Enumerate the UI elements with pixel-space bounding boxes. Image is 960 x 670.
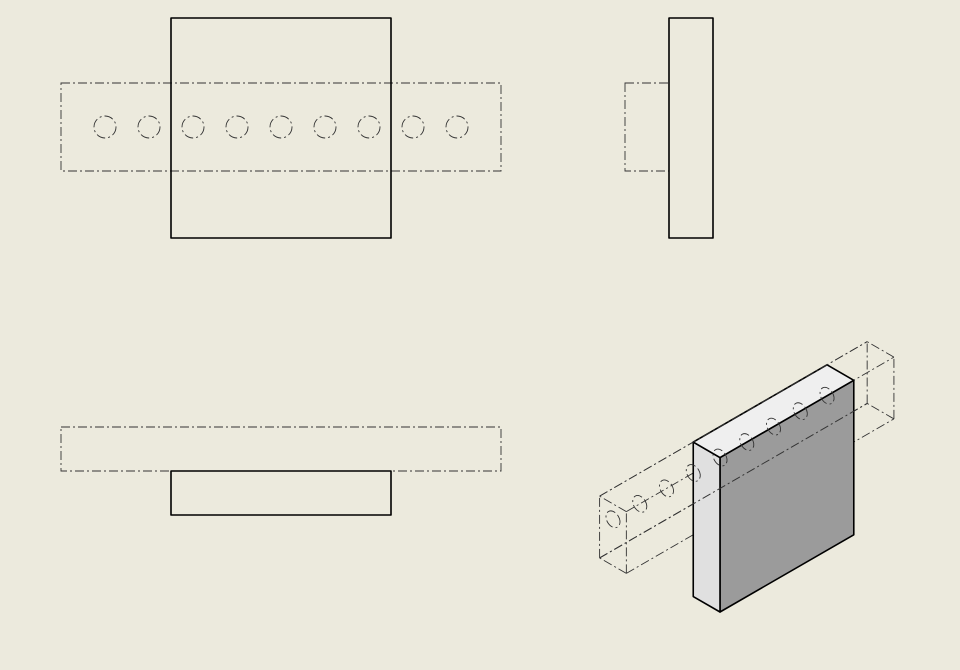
right-side-view bbox=[624, 17, 714, 239]
plate-outline bbox=[170, 17, 392, 239]
hole-hidden bbox=[819, 386, 835, 405]
isometric-view bbox=[599, 341, 895, 613]
hole-hidden bbox=[269, 115, 293, 139]
hole-hidden bbox=[445, 115, 469, 139]
hole-hidden bbox=[766, 417, 781, 436]
hole-hidden bbox=[225, 115, 249, 139]
front-view bbox=[60, 17, 502, 239]
bar-phantom-edge bbox=[599, 403, 868, 559]
hole-hidden bbox=[401, 115, 425, 139]
plate-outline bbox=[668, 17, 714, 239]
top-view bbox=[60, 426, 502, 516]
hole-hidden bbox=[605, 510, 621, 529]
plate-edge-face bbox=[692, 441, 721, 613]
bar-phantom-edge bbox=[866, 403, 895, 420]
hole-hidden bbox=[659, 479, 674, 498]
hole-row bbox=[93, 115, 469, 139]
hole-hidden bbox=[792, 402, 808, 420]
hole-hidden bbox=[357, 115, 381, 139]
bar-phantom-edge bbox=[866, 341, 895, 358]
bar-phantom-edge bbox=[599, 341, 868, 497]
plate-outline bbox=[170, 470, 392, 516]
hole-hidden bbox=[313, 115, 337, 139]
hole-hidden bbox=[93, 115, 117, 139]
bar-outline-phantom bbox=[60, 82, 502, 172]
hole-hidden bbox=[685, 464, 701, 482]
hole-hidden bbox=[137, 115, 161, 139]
hole-hidden bbox=[181, 115, 205, 139]
plate-solid bbox=[599, 341, 868, 613]
bar-phantom-edge bbox=[599, 557, 627, 574]
hole-hidden bbox=[632, 495, 648, 513]
bar-phantom-edge bbox=[599, 495, 627, 512]
hole-hidden bbox=[712, 448, 728, 467]
hole-hidden bbox=[739, 433, 755, 451]
